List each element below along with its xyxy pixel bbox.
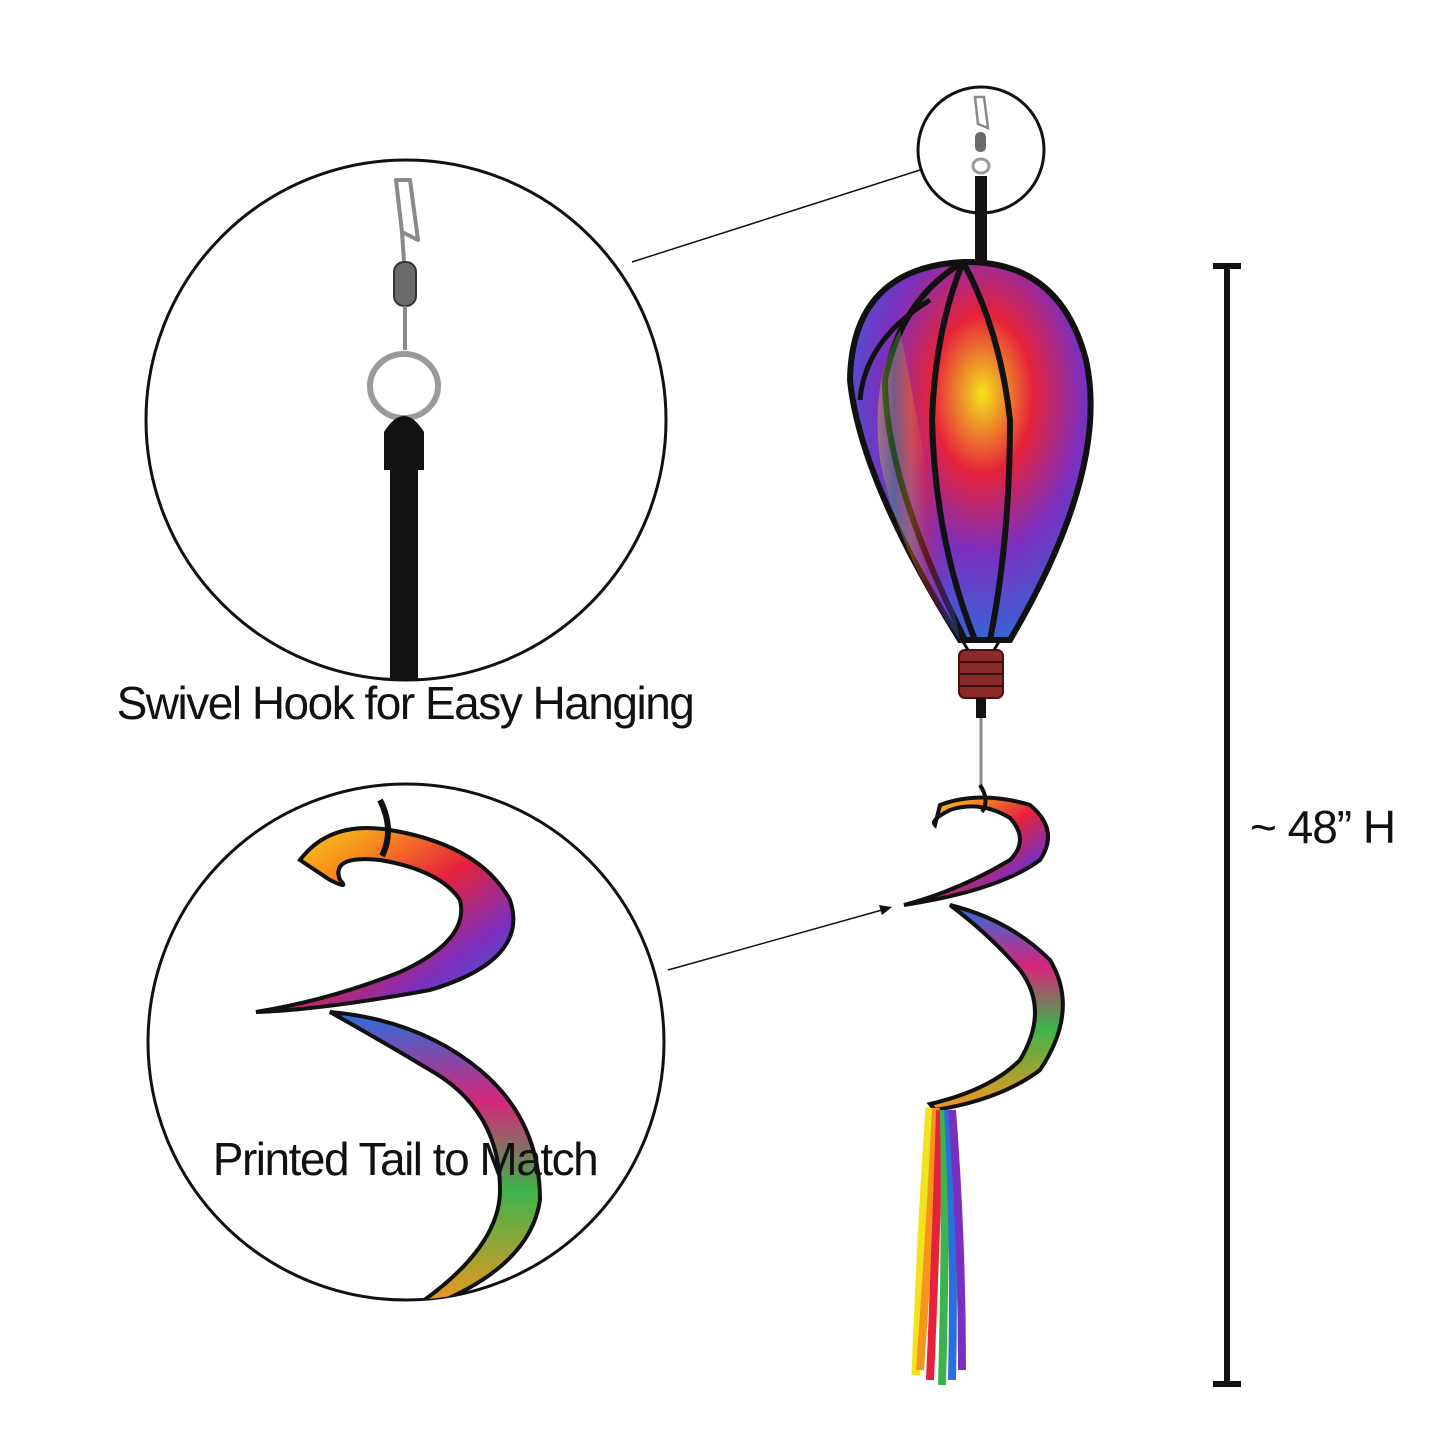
hook-zoom-circle — [144, 158, 668, 682]
tail-caption: Printed Tail to Match — [212, 1133, 599, 1185]
height-label: ~ 48” H — [1250, 801, 1396, 853]
tail-curl-upper — [255, 826, 516, 1014]
product-tail-sweep — [926, 903, 1065, 1113]
snap-clip-icon — [394, 178, 420, 242]
hook-connector-line — [631, 169, 921, 263]
tail-sweep-lower — [329, 1010, 543, 1300]
hanging-rod-icon — [390, 468, 418, 680]
tail-zoom-circle — [146, 782, 666, 1302]
tail-streamers — [911, 1107, 966, 1386]
rod-cap-icon — [384, 416, 424, 470]
tail-connector-arrow — [667, 905, 892, 971]
hook-caption: Swivel Hook for Easy Hanging — [116, 677, 695, 729]
height-dimension-bar — [1213, 263, 1241, 1387]
product-rod-icon — [975, 176, 987, 268]
swivel-barrel-icon — [393, 261, 417, 307]
product-tail-curl — [903, 795, 1050, 907]
balloon-spinner-product — [846, 85, 1094, 1386]
